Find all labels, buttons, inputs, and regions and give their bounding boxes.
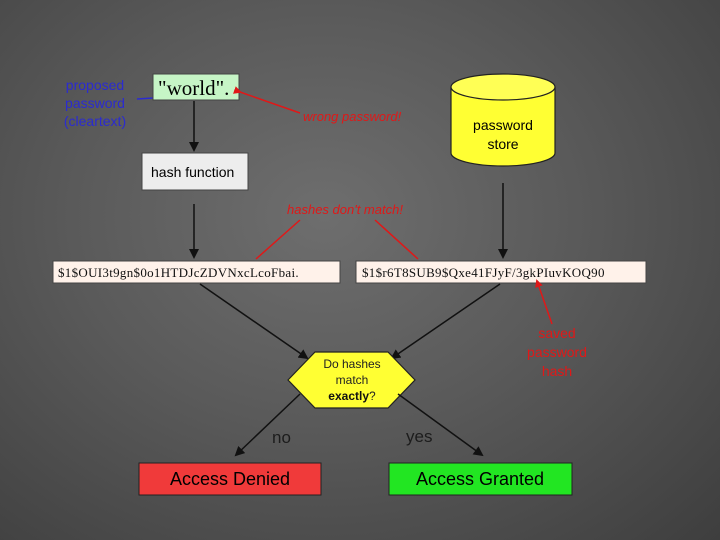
access-denied-box: Access Denied	[138, 462, 322, 496]
decision-exactly: exactly	[328, 389, 369, 403]
computed-hash-value: $1$OUI3t9gn$0o1HTDJcZDVNxcLcoFbai.	[58, 265, 299, 280]
mismatch-pointer-left	[255, 219, 301, 260]
saved-hash-line3: hash	[542, 363, 572, 379]
decision-line1: Do hashes	[323, 357, 380, 371]
decision-diamond: Do hashes match exactly?	[287, 351, 416, 409]
arrow-stored-to-decision	[390, 283, 501, 360]
arrow-yes	[397, 393, 484, 457]
arrow-computed-to-decision	[199, 283, 309, 360]
hashes-dont-match-label: hashes don't match!	[287, 202, 403, 217]
decision-line2: match	[336, 373, 369, 387]
stored-hash-box: $1$r6T8SUB9$Qxe41FJyF/3gkPIuvKOQ90	[355, 260, 647, 284]
password-store-cylinder: password store	[450, 73, 556, 167]
stored-hash-value: $1$r6T8SUB9$Qxe41FJyF/3gkPIuvKOQ90	[362, 265, 605, 280]
password-store-line2: store	[487, 136, 518, 152]
proposed-password-label: proposed password (cleartext)	[64, 77, 126, 129]
saved-hash-pointer	[535, 279, 553, 325]
saved-hash-line1: saved	[538, 325, 575, 341]
access-granted-label: Access Granted	[416, 469, 544, 489]
wrong-password-label: wrong password!	[303, 109, 402, 124]
saved-hash-label: saved password hash	[527, 325, 587, 379]
proposed-label-line2: password	[65, 95, 125, 111]
no-label: no	[272, 428, 291, 447]
yes-label: yes	[406, 427, 432, 446]
hash-function-box: hash function	[141, 152, 249, 191]
proposed-label-line3: (cleartext)	[64, 113, 126, 129]
proposed-password-box: "world".	[152, 73, 240, 101]
access-denied-label: Access Denied	[170, 469, 290, 489]
computed-hash-box: $1$OUI3t9gn$0o1HTDJcZDVNxcLcoFbai.	[52, 260, 341, 284]
proposed-password-value: "world".	[158, 76, 229, 100]
password-store-line1: password	[473, 117, 533, 133]
arrow-no	[234, 393, 301, 457]
hash-function-label: hash function	[151, 164, 234, 180]
proposed-label-line1: proposed	[66, 77, 124, 93]
mismatch-pointer-right	[374, 219, 419, 260]
wrong-password-pointer	[233, 86, 301, 114]
decision-line3: exactly?	[328, 389, 376, 403]
decision-question-mark: ?	[369, 389, 376, 403]
saved-hash-line2: password	[527, 344, 587, 360]
proposed-label-connector	[136, 97, 154, 100]
access-granted-box: Access Granted	[388, 462, 573, 496]
